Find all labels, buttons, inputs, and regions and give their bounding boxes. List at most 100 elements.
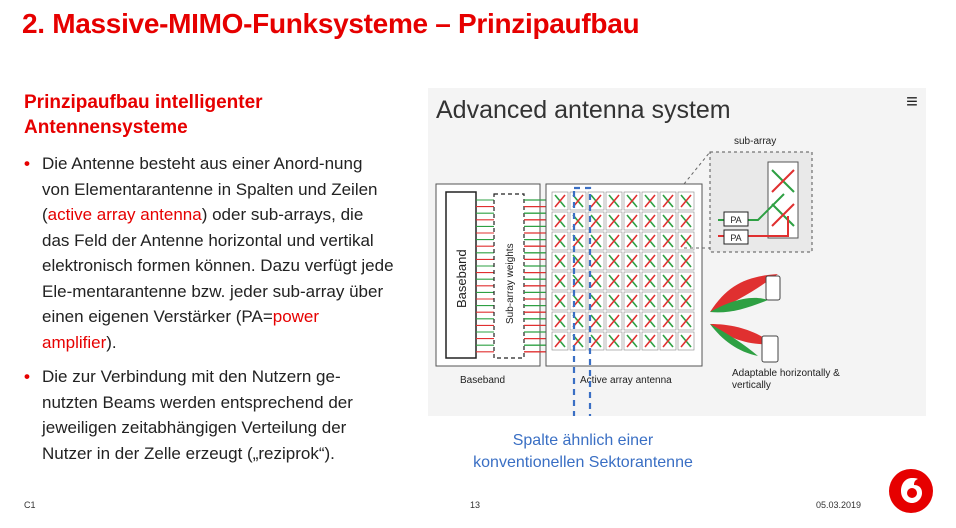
- pa-label-1: PA: [730, 215, 741, 225]
- antenna-element-red-stroke: [644, 234, 656, 248]
- column-highlight-marker: [572, 186, 592, 416]
- antenna-element-red-stroke: [644, 254, 656, 268]
- zoom-line-top: [683, 151, 711, 185]
- antenna-element-red-stroke: [572, 234, 584, 248]
- antenna-element-red-stroke: [644, 294, 656, 308]
- antenna-element-red-stroke: [608, 294, 620, 308]
- antenna-element-red-stroke: [608, 254, 620, 268]
- antenna-element-red-stroke: [590, 234, 602, 248]
- adaptable-caption-wrapper: Adaptable horizontally & vertically: [732, 368, 840, 391]
- antenna-element-red-stroke: [590, 214, 602, 228]
- beam-upper-green: [710, 297, 768, 313]
- baseband-caption: Baseband: [460, 375, 505, 386]
- bullet-dot-icon: •: [24, 367, 30, 386]
- antenna-element-red-stroke: [680, 254, 692, 268]
- baseband-unit: [445, 191, 477, 359]
- bullet-1-highlight-power-amplifier: power amplifier: [42, 307, 320, 352]
- beam-lower-red: [710, 324, 774, 345]
- bullet-1-text-a: Die Antenne besteht aus einer Anord-nung…: [42, 154, 378, 224]
- antenna-element-red-stroke: [608, 274, 620, 288]
- beam-lower-green: [710, 324, 758, 356]
- antenna-element-red-stroke: [680, 214, 692, 228]
- antenna-element-red-stroke: [662, 274, 674, 288]
- subarray-x-red-1: [771, 169, 795, 193]
- antenna-element-red-stroke: [662, 254, 674, 268]
- antenna-element-red-stroke: [626, 254, 638, 268]
- antenna-element-red-stroke: [626, 334, 638, 348]
- antenna-element-red-stroke: [680, 334, 692, 348]
- antenna-element-red-stroke: [554, 194, 566, 208]
- bullet-dot-icon: •: [24, 154, 30, 173]
- antenna-element-red-stroke: [626, 274, 638, 288]
- footer-page-number: 13: [470, 500, 481, 510]
- antenna-element-red-stroke: [590, 314, 602, 328]
- antenna-element-red-stroke: [662, 314, 674, 328]
- subarray-weights-box: [493, 193, 525, 359]
- beam-upper-red: [710, 274, 778, 312]
- antenna-element-red-stroke: [662, 214, 674, 228]
- antenna-element-red-stroke: [608, 314, 620, 328]
- antenna-element-red-stroke: [608, 194, 620, 208]
- antenna-element-red-stroke: [644, 274, 656, 288]
- antenna-element-red-stroke: [662, 334, 674, 348]
- phone-icon-bottom: [761, 335, 779, 363]
- bullet-2-text: Die zur Verbindung mit den Nutzern ge-nu…: [42, 367, 353, 463]
- antenna-element-red-stroke: [554, 214, 566, 228]
- ericsson-logo-icon: ≡: [906, 91, 918, 113]
- column-caption: Spalte ähnlich einer konventionellen Sek…: [458, 430, 708, 474]
- antenna-element-red-stroke: [680, 314, 692, 328]
- pa-label-2: PA: [730, 233, 741, 243]
- column-caption-line-1: Spalte ähnlich einer: [512, 432, 654, 449]
- antenna-element-red-stroke: [554, 314, 566, 328]
- antenna-element-red-stroke: [680, 194, 692, 208]
- pa-block-2: [723, 229, 749, 245]
- antenna-element-red-stroke: [680, 234, 692, 248]
- antenna-element-red-stroke: [626, 314, 638, 328]
- slide-title: 2. Massive-MIMO-Funksysteme – Prinzipauf…: [22, 8, 640, 39]
- antenna-element-red-stroke: [590, 334, 602, 348]
- footer-date: 05.03.2019: [816, 500, 862, 510]
- bullet-item-2: • Die zur Verbindung mit den Nutzern ge-…: [24, 364, 394, 466]
- phone-icon-top: [765, 275, 781, 301]
- antenna-element-red-stroke: [626, 294, 638, 308]
- antenna-element-red-stroke: [554, 274, 566, 288]
- baseband-lines: [476, 199, 494, 353]
- antenna-element-red-stroke: [680, 274, 692, 288]
- antenna-element-red-stroke: [662, 294, 674, 308]
- antenna-element-red-stroke: [644, 314, 656, 328]
- bullet-1-text-b: ) oder sub-arrays, die das Feld der Ante…: [42, 205, 394, 326]
- diagram-heading: Advanced antenna system: [436, 96, 731, 124]
- section-subheading: Prinzipaufbau intelligenter Antennensyst…: [24, 92, 263, 138]
- antenna-element-red-stroke: [554, 334, 566, 348]
- antenna-element-red-stroke: [626, 214, 638, 228]
- pa-block-1: [723, 211, 749, 227]
- antenna-element-grid: [551, 191, 695, 351]
- antenna-element-red-stroke: [644, 194, 656, 208]
- antenna-element-red-stroke: [590, 194, 602, 208]
- antenna-element-red-stroke: [590, 294, 602, 308]
- subarray-weights-label: Sub-array weights: [505, 243, 516, 324]
- antenna-element-red-stroke: [608, 334, 620, 348]
- antenna-element-red-stroke: [554, 294, 566, 308]
- active-array-caption: Active array antenna: [580, 375, 672, 386]
- subarray-x-red-2: [771, 203, 795, 227]
- bullet-1-highlight-active-array: active array antenna: [47, 205, 202, 224]
- antenna-element-red-stroke: [644, 334, 656, 348]
- adaptable-caption: Adaptable horizontally & vertically: [732, 368, 840, 391]
- antenna-element-red-stroke: [626, 194, 638, 208]
- antenna-element-red-stroke: [572, 254, 584, 268]
- bullet-item-1: • Die Antenne besteht aus einer Anord-nu…: [24, 151, 394, 355]
- bullet-list: • Die Antenne besteht aus einer Anord-nu…: [24, 151, 394, 475]
- antenna-element-red-stroke: [626, 234, 638, 248]
- subarray-element-column: [767, 161, 799, 239]
- antenna-element-red-stroke: [608, 214, 620, 228]
- antenna-element-red-stroke: [554, 254, 566, 268]
- subarray-label: sub-array: [734, 136, 776, 147]
- vodafone-logo-icon: [889, 469, 933, 513]
- antenna-element-red-stroke: [590, 274, 602, 288]
- column-caption-line-2: konventionellen Sektorantenne: [473, 454, 693, 471]
- antenna-element-red-stroke: [608, 234, 620, 248]
- antenna-element-red-stroke: [662, 234, 674, 248]
- footer-classification: C1: [24, 500, 36, 510]
- antenna-system-diagram: Advanced antenna system ≡ Baseband Sub-a…: [428, 88, 926, 416]
